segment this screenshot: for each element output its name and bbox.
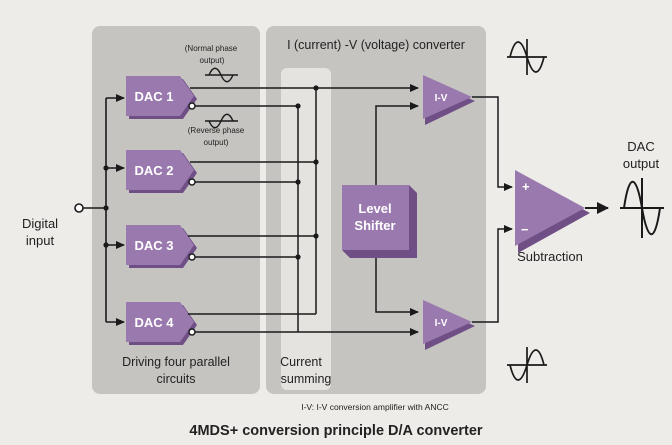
diagram-title: 4MDS+ conversion principle D/A converter <box>189 423 483 439</box>
input-label-line2: input <box>26 233 55 248</box>
iv-amplifier-bottom: I-V <box>423 300 475 350</box>
dac-block-2: DAC 2 <box>126 150 197 193</box>
subtraction-amplifier: + − <box>515 170 590 253</box>
reverse-phase-note-line1: (Reverse phase <box>188 126 245 135</box>
dac-2-label: DAC 2 <box>134 163 173 178</box>
normal-phase-note-line2: output) <box>200 56 225 65</box>
dac-section-caption-line1: Driving four parallel <box>122 355 230 369</box>
subtraction-label: Subtraction <box>517 249 583 264</box>
dac-section-caption-line2: circuits <box>157 372 196 386</box>
dac-block-4: DAC 4 <box>126 302 197 345</box>
output-label-line2: output <box>623 156 660 171</box>
minus-sign: − <box>521 222 529 237</box>
dac-3-label: DAC 3 <box>134 238 173 253</box>
input-label-line1: Digital <box>22 216 58 231</box>
reverse-phase-note-line2: output) <box>204 138 229 147</box>
current-summing-caption-line1: Current <box>280 355 322 369</box>
iv-section-title: I (current) -V (voltage) converter <box>287 38 465 52</box>
dac-block-3: DAC 3 <box>126 225 197 268</box>
level-shifter-block: Level Shifter <box>342 185 417 258</box>
iv-amplifier-bottom-label: I-V <box>435 318 448 329</box>
footnote: I-V: I-V conversion amplifier with ANCC <box>301 402 449 412</box>
sine-wave-icon <box>507 39 547 75</box>
level-shifter-label-line2: Shifter <box>354 218 395 233</box>
dac-4-label: DAC 4 <box>134 315 174 330</box>
iv-amplifier-top-label: I-V <box>435 93 448 104</box>
plus-sign: + <box>522 179 530 194</box>
normal-phase-note-line1: (Normal phase <box>185 44 238 53</box>
reverse-phase-wave-icon <box>205 113 238 129</box>
dac-1-label: DAC 1 <box>134 89 173 104</box>
current-summing-caption-line2: summing <box>281 372 332 386</box>
output-label-line1: DAC <box>627 139 654 154</box>
normal-phase-wave-icon <box>205 67 238 83</box>
input-terminal-icon <box>74 203 84 213</box>
level-shifter-label-line1: Level <box>358 201 391 216</box>
output-sine-wave-icon <box>620 178 664 238</box>
dac-block-1: DAC 1 <box>126 76 197 119</box>
iv-amplifier-top: I-V <box>423 75 475 125</box>
current-summing-bar <box>281 68 331 390</box>
inverted-sine-wave-icon <box>507 347 547 383</box>
